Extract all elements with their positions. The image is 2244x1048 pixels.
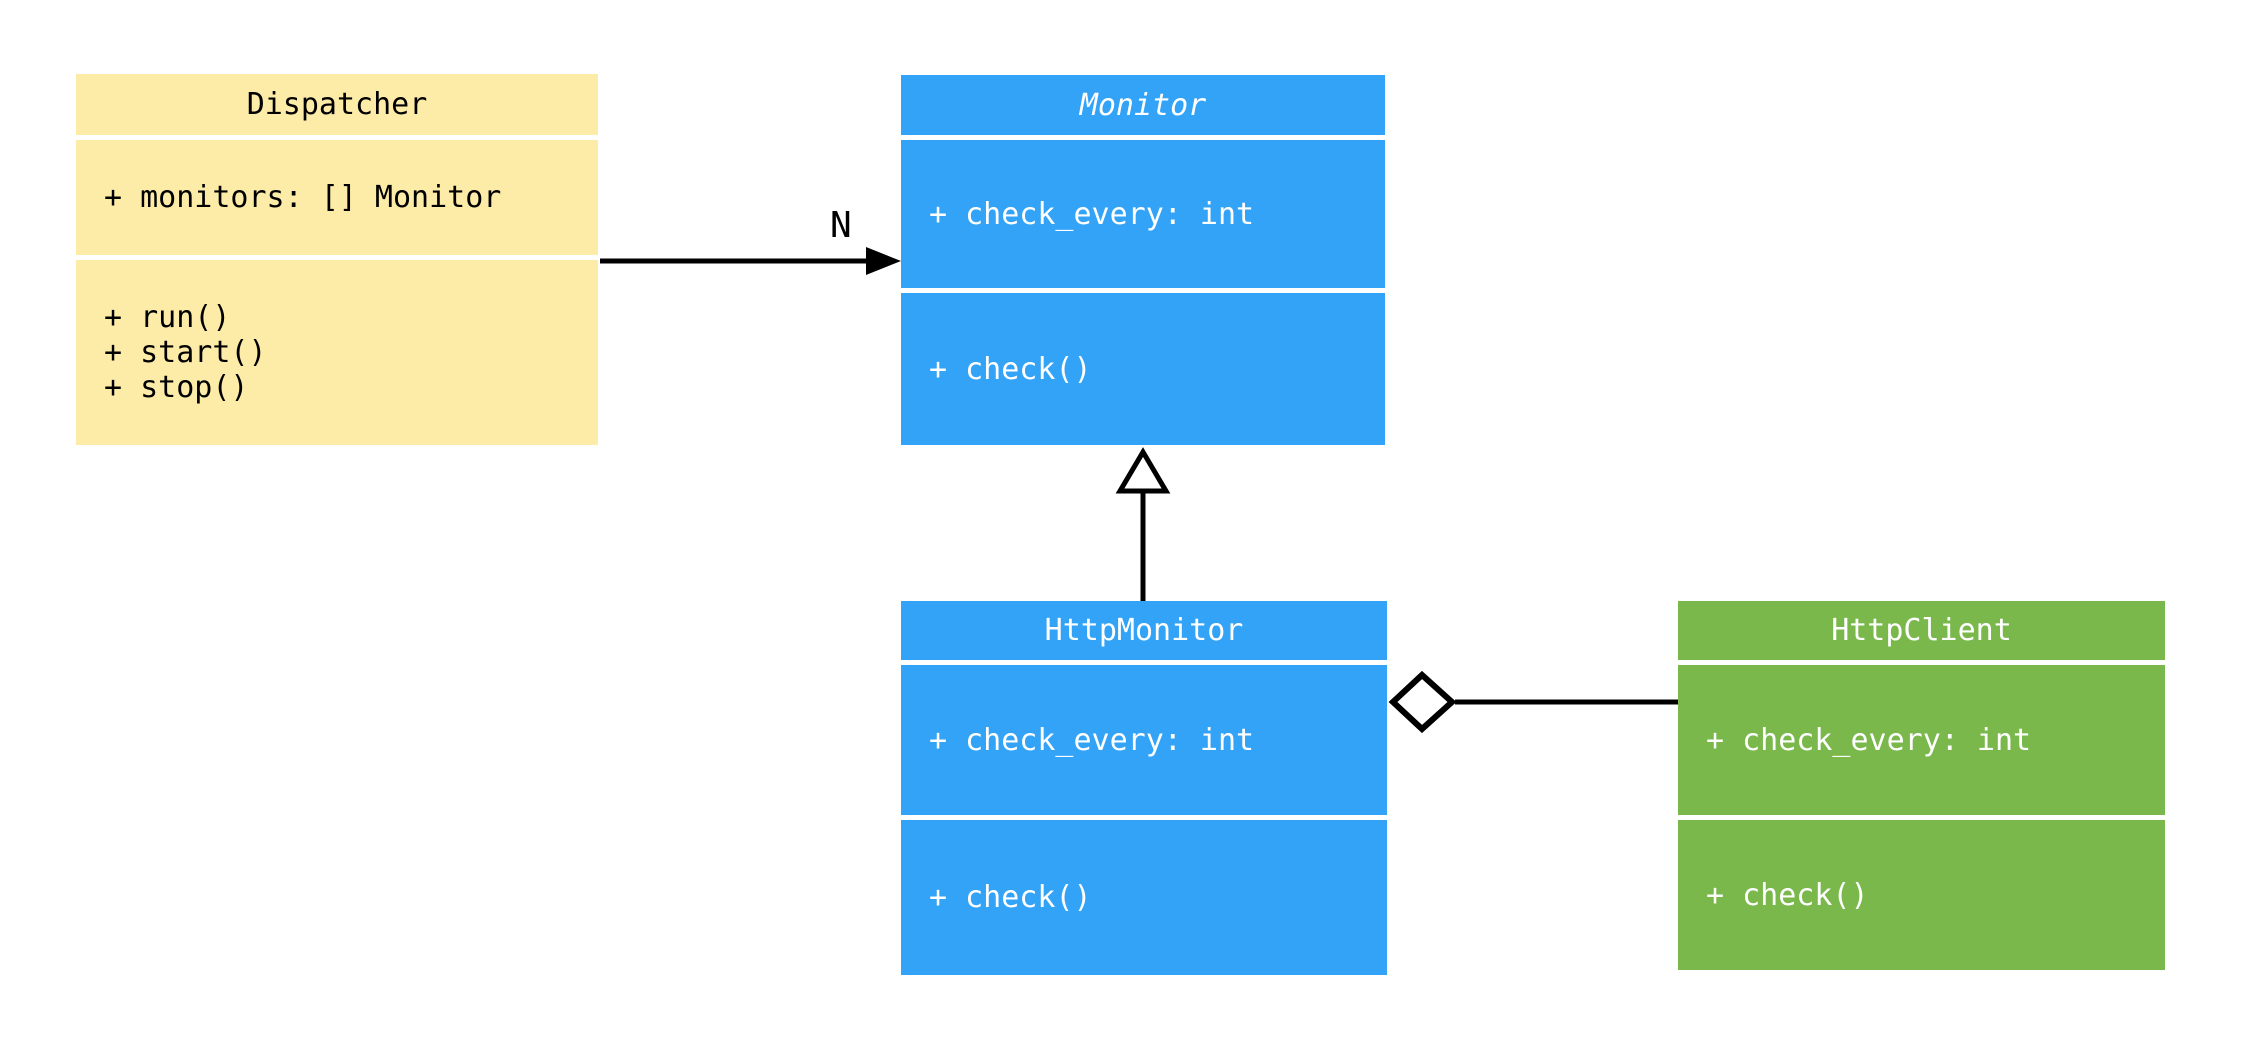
inheritance-triangle-icon (1115, 447, 1171, 494)
inheritance-edge-httpmonitor-monitor (1115, 447, 1171, 601)
multiplicity-label: N (830, 205, 852, 246)
class-attributes-http-client: + check_every: int (1678, 665, 2165, 815)
method-line: + check() (929, 351, 1092, 387)
attribute-line: + check_every: int (1706, 722, 2032, 758)
method-line: + stop() (104, 370, 249, 405)
attribute-line: + check_every: int (929, 196, 1255, 232)
class-title-http-client: HttpClient (1678, 601, 2165, 660)
class-title-dispatcher: Dispatcher (76, 74, 598, 135)
class-methods-http-client: + check() (1678, 820, 2165, 970)
class-box-dispatcher: Dispatcher + monitors: [] Monitor + run(… (76, 74, 598, 445)
class-title-http-monitor: HttpMonitor (901, 601, 1387, 660)
class-attributes-http-monitor: + check_every: int (901, 665, 1387, 815)
method-line: + start() (104, 335, 267, 370)
class-title-monitor: Monitor (901, 75, 1385, 135)
attribute-line: + monitors: [] Monitor (104, 180, 502, 215)
class-methods-http-monitor: + check() (901, 820, 1387, 975)
method-line: + run() (104, 300, 231, 335)
method-line: + check() (1706, 877, 1869, 913)
class-attributes-dispatcher: + monitors: [] Monitor (76, 140, 598, 255)
association-edge-dispatcher-monitor (600, 247, 901, 275)
aggregation-diamond-icon (1388, 670, 1457, 734)
class-box-http-monitor: HttpMonitor + check_every: int + check() (901, 601, 1387, 975)
class-methods-monitor: + check() (901, 293, 1385, 445)
class-box-http-client: HttpClient + check_every: int + check() (1678, 601, 2165, 970)
association-arrowhead-icon (866, 247, 901, 275)
class-attributes-monitor: + check_every: int (901, 140, 1385, 288)
class-box-monitor: Monitor + check_every: int + check() (901, 75, 1385, 445)
aggregation-edge-httpmonitor-httpclient (1388, 670, 1678, 734)
method-line: + check() (929, 880, 1092, 915)
class-methods-dispatcher: + run() + start() + stop() (76, 260, 598, 445)
attribute-line: + check_every: int (929, 722, 1255, 758)
